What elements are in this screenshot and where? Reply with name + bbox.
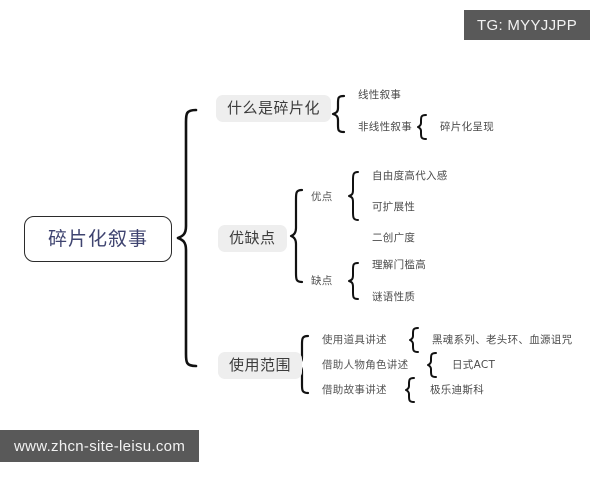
brace-nonlinear (417, 114, 427, 140)
branch-node-what-is-fragmentation[interactable]: 什么是碎片化 (216, 95, 332, 122)
sub-node-pros[interactable]: 优点 (311, 192, 333, 203)
sub-node-label: 优点 (311, 191, 333, 203)
brace-pros-cons (289, 188, 304, 284)
site-watermark-text: www.zhcn-site-leisu.com (14, 437, 186, 455)
root-node-label: 碎片化叙事 (47, 227, 148, 250)
branch-label: 使用范围 (229, 356, 292, 374)
leaf-label: 二创广度 (372, 232, 416, 244)
leaf-high-comprehension-barrier[interactable]: 理解门槛高 (372, 260, 426, 271)
branch-node-usage-scope[interactable]: 使用范围 (218, 352, 303, 379)
brace-root (176, 108, 198, 368)
brace-cons (348, 262, 359, 300)
brace-pros (348, 171, 359, 221)
branch-label: 优缺点 (229, 229, 276, 247)
leaf-label: 线性叙事 (358, 89, 402, 101)
sub-node-label: 使用道具讲述 (322, 334, 387, 346)
sub-node-label: 借助人物角色讲述 (322, 359, 409, 371)
leaf-extensibility[interactable]: 可扩展性 (372, 202, 415, 213)
branch-label: 什么是碎片化 (227, 99, 321, 117)
leaf-fragmented-presentation[interactable]: 碎片化呈现 (440, 122, 494, 133)
leaf-label: 非线性叙事 (358, 121, 412, 133)
branch-node-pros-and-cons[interactable]: 优缺点 (218, 225, 287, 252)
leaf-label: 黑魂系列、老头环、血源诅咒 (432, 334, 573, 346)
leaf-label: 可扩展性 (372, 201, 416, 213)
site-watermark-badge: www.zhcn-site-leisu.com (0, 430, 200, 462)
sub-node-cons[interactable]: 缺点 (311, 276, 333, 287)
leaf-label: 极乐迪斯科 (430, 384, 484, 396)
leaf-soulsborne-titles[interactable]: 黑魂系列、老头环、血源诅咒 (432, 335, 572, 346)
leaf-label: 碎片化呈现 (440, 121, 494, 133)
brace-props-telling (409, 327, 419, 353)
sub-node-telling-via-characters[interactable]: 借助人物角色讲述 (322, 360, 408, 371)
brace-what-is (331, 94, 346, 134)
leaf-japanese-act[interactable]: 日式ACT (452, 360, 495, 371)
root-node[interactable]: 碎片化叙事 (24, 216, 172, 262)
leaf-disco-elysium[interactable]: 极乐迪斯科 (430, 385, 484, 396)
leaf-linear-narrative[interactable]: 线性叙事 (358, 90, 401, 101)
leaf-fan-creation-breadth[interactable]: 二创广度 (372, 233, 415, 244)
brace-character-telling (427, 352, 437, 378)
sub-node-telling-via-props[interactable]: 使用道具讲述 (322, 335, 387, 346)
leaf-nonlinear-narrative[interactable]: 非线性叙事 (358, 122, 412, 133)
leaf-label: 谜语性质 (372, 291, 416, 303)
sub-node-label: 借助故事讲述 (322, 384, 387, 396)
sub-node-telling-via-story[interactable]: 借助故事讲述 (322, 385, 387, 396)
brace-story-telling (405, 377, 415, 403)
leaf-label: 日式ACT (452, 359, 496, 371)
leaf-high-freedom-immersion[interactable]: 自由度高代入感 (372, 171, 448, 182)
leaf-label: 理解门槛高 (372, 259, 426, 271)
leaf-riddle-nature[interactable]: 谜语性质 (372, 292, 415, 303)
telegram-watermark-badge: TG: MYYJJPP (464, 10, 590, 40)
leaf-label: 自由度高代入感 (372, 170, 448, 182)
sub-node-label: 缺点 (311, 275, 333, 287)
telegram-watermark-text: TG: MYYJJPP (477, 16, 577, 34)
